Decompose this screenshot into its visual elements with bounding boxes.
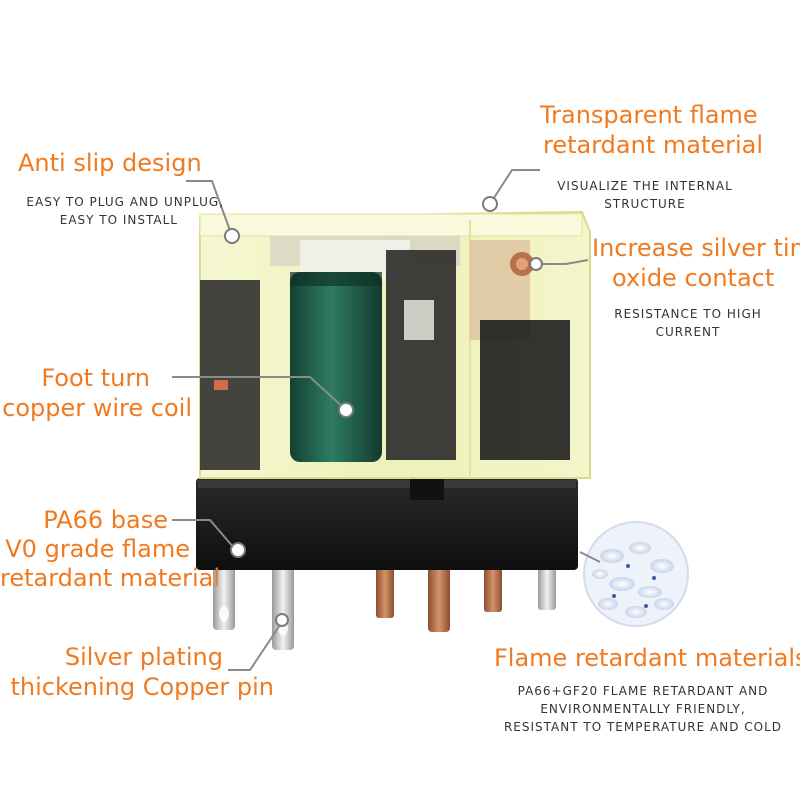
coil-title-1: Foot turn — [41, 364, 150, 392]
copper-wire-coil — [290, 272, 382, 462]
flame-desc-2: ENVIRONMENTALLY FRIENDLY, — [540, 702, 746, 716]
leader-base — [172, 519, 235, 549]
leader-granules — [579, 551, 601, 563]
transparent-desc-1: VISUALIZE THE INTERNAL — [557, 179, 733, 193]
silver-tin-desc-1: RESISTANCE TO HIGH — [614, 307, 762, 321]
pin-copper-3 — [484, 560, 502, 612]
flame-title: Flame retardant materials — [494, 644, 800, 672]
copper-pins — [213, 560, 556, 650]
silver-tin-desc-2: CURRENT — [655, 325, 721, 339]
pin-title-1: Silver plating — [64, 643, 223, 671]
pin-title-2: thickening Copper pin — [10, 673, 274, 701]
pa66-base — [196, 478, 578, 570]
silver-tin-title-2: oxide contact — [612, 264, 775, 292]
anti-slip-desc-2: EASY TO INSTALL — [59, 213, 178, 227]
pin-copper-1 — [376, 560, 394, 618]
transparent-title-2: retardant material — [543, 131, 764, 159]
leader-transparent — [489, 169, 540, 205]
flame-retardant-granules — [583, 521, 689, 627]
transparent-desc-2: STRUCTURE — [604, 197, 686, 211]
anti-slip-title: Anti slip design — [18, 149, 202, 177]
leader-lines — [172, 169, 601, 671]
pin-silver-3 — [538, 560, 556, 610]
base-title-2: V0 grade flame — [5, 535, 190, 563]
base-title-3: retardant material — [0, 564, 221, 592]
leader-dots — [224, 196, 543, 627]
pin-copper-2 — [428, 560, 450, 632]
leader-coil — [172, 376, 347, 411]
internal-mechanism — [200, 236, 570, 470]
flame-desc-1: PA66+GF20 FLAME RETARDANT AND — [517, 684, 769, 698]
leader-pin — [228, 621, 283, 671]
anti-slip-desc-1: EASY TO PLUG AND UNPLUG, — [26, 195, 224, 209]
pin-silver-1 — [213, 560, 235, 630]
flame-desc-3: RESISTANT TO TEMPERATURE AND COLD — [503, 720, 783, 734]
base-title-1: PA66 base — [43, 506, 168, 534]
transparent-title-1: Transparent flame — [540, 101, 758, 129]
pin-silver-2 — [272, 560, 294, 650]
leader-anti-slip — [186, 180, 233, 237]
coil-title-2: copper wire coil — [2, 394, 192, 422]
silver-tin-title-1: Increase silver tin — [592, 234, 800, 262]
leader-silver-tin — [536, 259, 589, 265]
